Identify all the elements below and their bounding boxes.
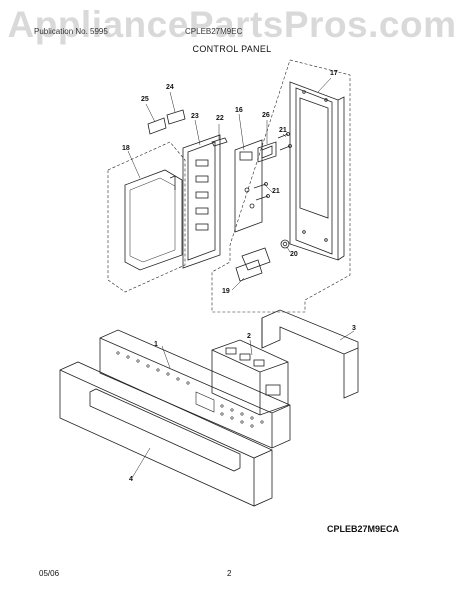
callout-23: 23	[191, 113, 199, 120]
callout-20: 20	[290, 251, 298, 258]
diagram-title: CONTROL PANEL	[192, 44, 272, 54]
part-1-control-panel	[99, 329, 291, 449]
callout-1: 1	[154, 341, 158, 348]
part-4-trim-bezel	[59, 361, 273, 507]
callout-2: 2	[247, 333, 251, 340]
part-25-button	[147, 117, 167, 135]
part-18-overlay	[124, 169, 183, 271]
leader-lines	[127, 77, 355, 479]
callout-19: 19	[222, 288, 230, 295]
callout-3: 3	[352, 325, 356, 332]
callout-21-lower: 21	[272, 188, 280, 195]
part-26-connector	[257, 141, 277, 163]
assembly-boundary	[211, 59, 351, 313]
callout-4: 4	[129, 476, 133, 483]
control-keys	[116, 351, 264, 428]
part-18-boundary	[107, 141, 186, 293]
watermark: AppliancePartsPros.com	[7, 4, 457, 45]
callout-22: 22	[216, 115, 224, 122]
part-24-button	[166, 109, 186, 125]
footer-date: 05/06	[39, 569, 60, 578]
part-21-screws	[253, 132, 292, 201]
callout-24: 24	[166, 84, 174, 91]
part-23-panel	[182, 134, 221, 269]
callout-26: 26	[262, 112, 270, 119]
callout-25: 25	[141, 96, 149, 103]
callout-18: 18	[122, 145, 130, 152]
part-16-board	[234, 139, 263, 233]
callout-16: 16	[235, 107, 243, 114]
page-number: 2	[227, 569, 232, 578]
part-17-frame	[289, 81, 345, 261]
model-code: CPLEB27M9ECA	[327, 524, 400, 534]
part-22-strip	[211, 137, 228, 147]
model-header: CPLEB27M9EC	[185, 27, 243, 36]
part-3-bracket	[261, 309, 359, 399]
callout-17: 17	[330, 70, 338, 77]
part-20-knob	[280, 239, 290, 249]
part-19-keypad	[235, 247, 271, 282]
publication-header: Publication No. 5995	[34, 27, 108, 36]
callout-21-upper: 21	[279, 127, 287, 134]
